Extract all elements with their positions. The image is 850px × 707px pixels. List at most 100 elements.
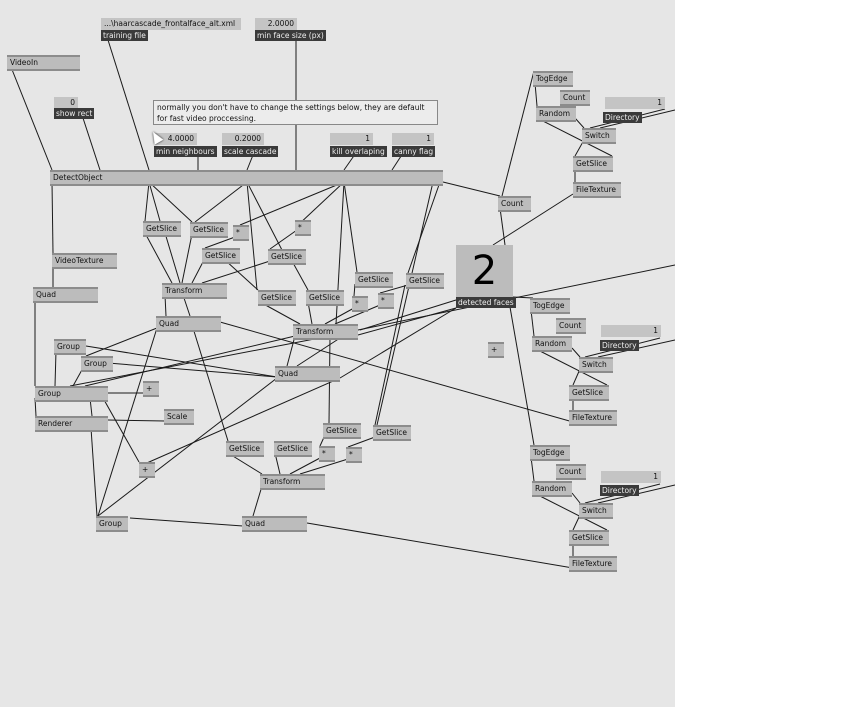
node-switch[interactable]: Switch	[579, 503, 613, 519]
node-label: GetSlice	[271, 252, 303, 261]
node-group[interactable]: Group	[81, 356, 113, 372]
directory-input[interactable]: 1	[601, 325, 661, 337]
node-videotexture[interactable]: VideoTexture	[52, 253, 117, 269]
node-switch[interactable]: Switch	[582, 128, 616, 144]
node-getslice[interactable]: GetSlice	[143, 221, 181, 237]
node-count[interactable]: Count	[560, 90, 590, 106]
node-getslice[interactable]: GetSlice	[268, 249, 306, 265]
directory-input[interactable]: 1	[601, 471, 661, 483]
node-transform[interactable]: Transform	[260, 474, 325, 490]
node-getslice[interactable]: GetSlice	[355, 272, 393, 288]
node-count[interactable]: Count	[556, 318, 586, 334]
node-label: GetSlice	[326, 426, 358, 435]
node-label: VideoTexture	[55, 256, 104, 265]
node-getslice[interactable]: GetSlice	[573, 156, 613, 172]
node-multiply[interactable]: *	[319, 446, 335, 462]
node-label: Quad	[245, 519, 266, 528]
scale-cascade-input[interactable]: 0.2000	[222, 133, 264, 145]
scale-cascade-label: scale cascade	[222, 146, 279, 157]
node-quad[interactable]: Quad	[275, 366, 340, 382]
node-getslice[interactable]: GetSlice	[202, 248, 240, 264]
node-switch[interactable]: Switch	[579, 357, 613, 373]
node-filetexture[interactable]: FileTexture	[569, 410, 617, 426]
node-label: GetSlice	[229, 444, 261, 453]
node-getslice[interactable]: GetSlice	[190, 222, 228, 238]
node-label: FileTexture	[572, 413, 613, 422]
node-scale[interactable]: Scale	[164, 409, 194, 425]
node-togedge[interactable]: TogEdge	[530, 298, 570, 314]
training-file-input[interactable]: ...\haarcascade_frontalface_alt.xml	[101, 18, 241, 30]
node-multiply[interactable]: *	[295, 220, 311, 236]
node-getslice[interactable]: GetSlice	[406, 273, 444, 289]
node-label: GetSlice	[146, 224, 178, 233]
node-transform[interactable]: Transform	[162, 283, 227, 299]
node-multiply[interactable]: *	[346, 447, 362, 463]
canny-flag-label: canny flag	[392, 146, 436, 157]
node-label: Random	[539, 109, 571, 118]
node-random[interactable]: Random	[532, 336, 572, 352]
min-face-size-input[interactable]: 2.0000	[255, 18, 297, 30]
node-label: Group	[57, 342, 80, 351]
node-label: *	[298, 223, 302, 232]
node-quad[interactable]: Quad	[242, 516, 307, 532]
node-label: Count	[563, 93, 586, 102]
node-count[interactable]: Count	[498, 196, 531, 212]
node-random[interactable]: Random	[532, 481, 572, 497]
patch-canvas[interactable]: ...\haarcascade_frontalface_alt.xml trai…	[0, 0, 675, 707]
min-neighbours-input[interactable]: 4.0000	[155, 133, 197, 145]
node-label: Transform	[263, 477, 301, 486]
node-label: +	[491, 345, 498, 354]
node-getslice[interactable]: GetSlice	[373, 425, 411, 441]
node-add[interactable]: +	[143, 381, 159, 397]
node-multiply[interactable]: *	[233, 225, 249, 241]
node-getslice[interactable]: GetSlice	[306, 290, 344, 306]
kill-overlaping-input[interactable]: 1	[330, 133, 373, 145]
node-getslice[interactable]: GetSlice	[226, 441, 264, 457]
canny-flag-input[interactable]: 1	[392, 133, 434, 145]
node-quad[interactable]: Quad	[156, 316, 221, 332]
node-add[interactable]: +	[488, 342, 504, 358]
node-label: Random	[535, 339, 567, 348]
node-group[interactable]: Group	[96, 516, 128, 532]
detected-faces-value[interactable]: 2	[456, 245, 513, 297]
node-label: GetSlice	[358, 275, 390, 284]
node-transform[interactable]: Transform	[293, 324, 358, 340]
node-count[interactable]: Count	[556, 464, 586, 480]
show-rect-input[interactable]: 0	[54, 97, 78, 109]
directory-input[interactable]: 1	[605, 97, 665, 109]
node-group[interactable]: Group	[54, 339, 86, 355]
node-multiply[interactable]: *	[378, 293, 394, 309]
node-togedge[interactable]: TogEdge	[530, 445, 570, 461]
node-videoin[interactable]: VideoIn	[7, 55, 80, 71]
node-label: +	[142, 465, 149, 474]
node-multiply[interactable]: *	[352, 296, 368, 312]
node-label: Count	[501, 199, 524, 208]
directory-label: Directory	[600, 485, 639, 496]
node-label: GetSlice	[205, 251, 237, 260]
node-label: GetSlice	[572, 388, 604, 397]
node-label: FileTexture	[572, 559, 613, 568]
node-getslice[interactable]: GetSlice	[569, 385, 609, 401]
node-getslice[interactable]: GetSlice	[569, 530, 609, 546]
node-label: FileTexture	[576, 185, 617, 194]
node-label: GetSlice	[261, 293, 293, 302]
node-add[interactable]: +	[139, 462, 155, 478]
node-label: *	[322, 449, 326, 458]
node-filetexture[interactable]: FileTexture	[573, 182, 621, 198]
node-label: *	[355, 299, 359, 308]
node-group[interactable]: Group	[35, 386, 108, 402]
node-getslice[interactable]: GetSlice	[258, 290, 296, 306]
node-filetexture[interactable]: FileTexture	[569, 556, 617, 572]
node-togedge[interactable]: TogEdge	[533, 71, 573, 87]
group-wires	[530, 456, 675, 556]
node-quad[interactable]: Quad	[33, 287, 98, 303]
node-detectobject[interactable]: DetectObject	[50, 170, 443, 186]
node-label: DetectObject	[53, 173, 103, 182]
node-getslice[interactable]: GetSlice	[274, 441, 312, 457]
node-getslice[interactable]: GetSlice	[323, 423, 361, 439]
show-rect-label: show rect	[54, 108, 95, 119]
node-renderer[interactable]: Renderer	[35, 416, 108, 432]
detected-faces-label: detected faces	[456, 297, 516, 308]
node-label: GetSlice	[277, 444, 309, 453]
node-random[interactable]: Random	[536, 106, 576, 122]
